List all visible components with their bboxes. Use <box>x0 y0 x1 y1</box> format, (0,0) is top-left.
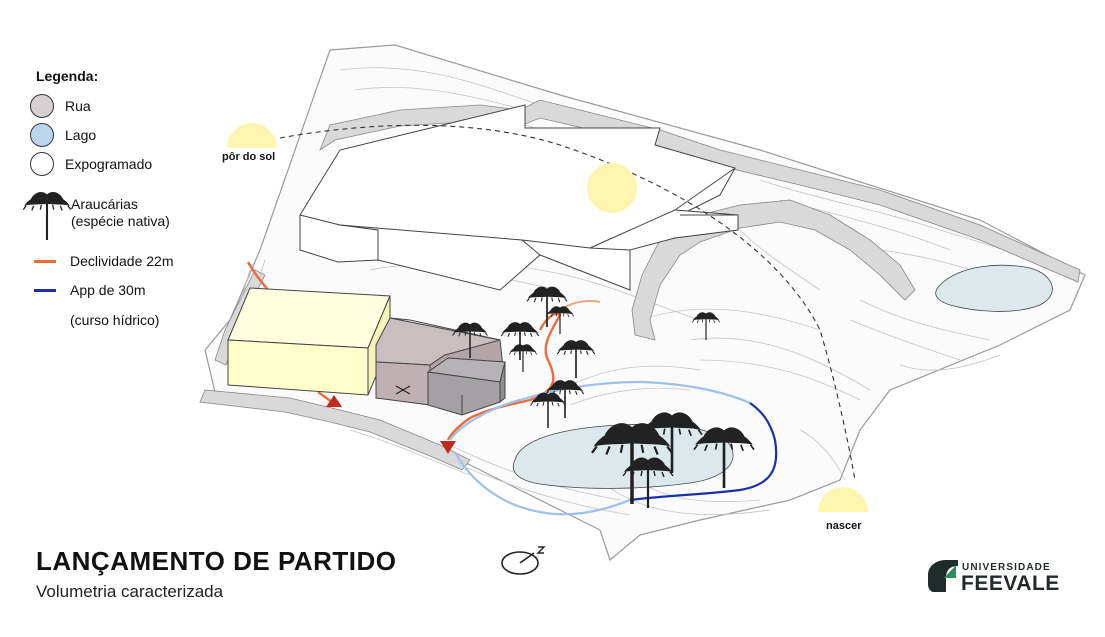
brand-name: FEEVALE <box>961 572 1060 595</box>
arrow-south <box>440 441 456 454</box>
sun-midday-icon <box>587 163 637 213</box>
sun-path <box>279 124 856 481</box>
yellow-volume <box>227 287 391 396</box>
legend-label-expogramado: Expogramado <box>65 155 153 172</box>
page-subtitle: Volumetria caracterizada <box>36 582 224 601</box>
legend-item-app: App de 30m <box>30 282 146 299</box>
legend-title: Legenda: <box>36 68 99 84</box>
sunrise-label: nascer <box>826 520 862 532</box>
legend-item-rua: Rua <box>30 94 91 118</box>
legend-label-araucarias-sub: (espécie nativa) <box>71 213 170 229</box>
app-30m-line <box>449 380 778 516</box>
legend-item-lago: Lago <box>30 123 96 147</box>
page-title: LANÇAMENTO DE PARTIDO <box>36 546 397 576</box>
legend-swatch-app <box>34 289 56 292</box>
legend-item-araucarias: Araucárias (espécie nativa) <box>71 196 170 230</box>
legend-label-lago: Lago <box>65 126 97 143</box>
arrow-west <box>326 395 342 407</box>
sun-sunrise-icon <box>818 487 868 512</box>
expogramado-volume <box>299 104 739 291</box>
legend-label-app: App de 30m <box>70 282 146 298</box>
brand-top-text: UNIVERSIDADE <box>962 562 1051 573</box>
legend-item-declividade: Declividade 22m <box>30 253 174 270</box>
legend-label-declividade: Declividade 22m <box>70 253 174 269</box>
legend-label-app-sub: (curso hídrico) <box>70 312 160 328</box>
street-south <box>199 389 471 471</box>
legend-swatch-expogramado <box>30 152 54 176</box>
street-east <box>631 199 916 341</box>
legend-item-app-sub: (curso hídrico) <box>70 312 159 329</box>
lake-east <box>935 264 1053 312</box>
slope-arrows <box>326 395 456 454</box>
sun-sunset-icon <box>227 123 277 148</box>
feevale-logo-icon <box>928 560 958 592</box>
legend-label-araucarias: Araucárias <box>71 196 138 212</box>
legend-swatch-declividade <box>34 260 56 263</box>
lakes <box>512 264 1053 489</box>
program-volumes <box>375 317 506 416</box>
legend-swatch-rua <box>30 94 54 118</box>
sunset-label: pôr do sol <box>222 151 276 163</box>
legend-label-rua: Rua <box>65 97 91 114</box>
suns <box>227 123 868 512</box>
brand: UNIVERSIDADE FEEVALE <box>926 557 1066 597</box>
legend-araucaria-icon <box>22 190 72 242</box>
legend-swatch-lago <box>30 123 54 147</box>
legend-item-expogramado: Expogramado <box>30 152 152 176</box>
lake-south <box>512 424 734 489</box>
north-compass-icon <box>501 546 546 575</box>
